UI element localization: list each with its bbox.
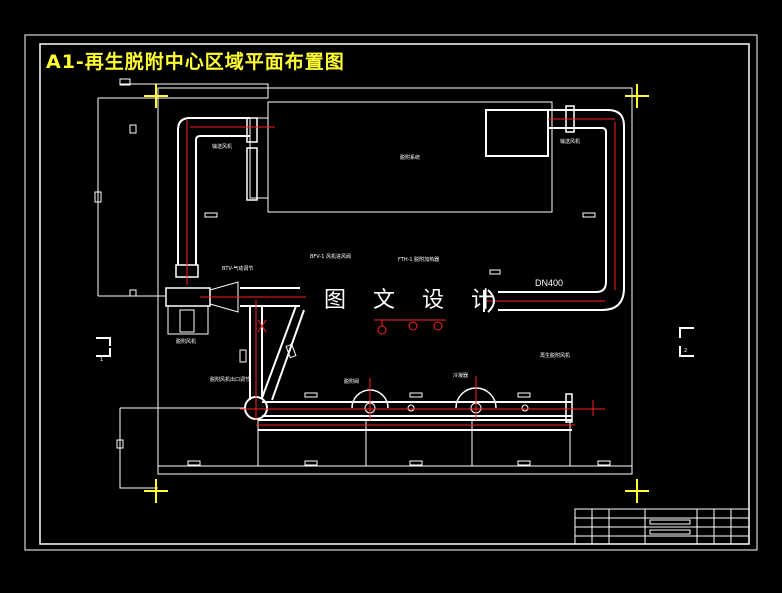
- pipe-network: [177, 105, 625, 431]
- inner-frame: [39, 43, 750, 545]
- crosshair-markers: [144, 84, 649, 503]
- center-lines: [186, 118, 616, 426]
- label-fth: FTH-1 脱附加热器: [398, 257, 440, 263]
- main-equipment: [204, 101, 596, 363]
- label-desorb-system: 脱附系统: [400, 155, 421, 161]
- section-marks: [96, 327, 694, 357]
- valve-cluster: [374, 319, 446, 335]
- watermark-text: 图 文 设 计: [324, 288, 503, 313]
- section-label-left: 1: [100, 357, 104, 363]
- label-bfv: BFV-1 风机进风阀: [310, 254, 352, 260]
- building-outline: [94, 78, 633, 489]
- label-fan-right: 输送风机: [560, 139, 581, 145]
- label-regen-fan: 再生脱附风机: [540, 353, 571, 359]
- pipe-size-label: DN400: [535, 278, 564, 288]
- label-fan-left: 输送风机: [212, 144, 233, 150]
- section-label-right: 2: [684, 348, 688, 354]
- label-condenser: 冷凝器: [453, 373, 469, 379]
- title-block: [574, 508, 750, 545]
- pipe-caps: [483, 289, 495, 313]
- outer-frame: [24, 34, 758, 551]
- label-desorb-valve: 脱附阀: [344, 379, 360, 385]
- drawing-title: A1-再生脱附中心区域平面布置图: [46, 51, 345, 73]
- label-btv: BTV-气动调节: [222, 266, 254, 272]
- label-desorb-fan: 脱附风机: [176, 339, 197, 345]
- label-fan-outlet: 脱附风机出口调节: [210, 377, 251, 383]
